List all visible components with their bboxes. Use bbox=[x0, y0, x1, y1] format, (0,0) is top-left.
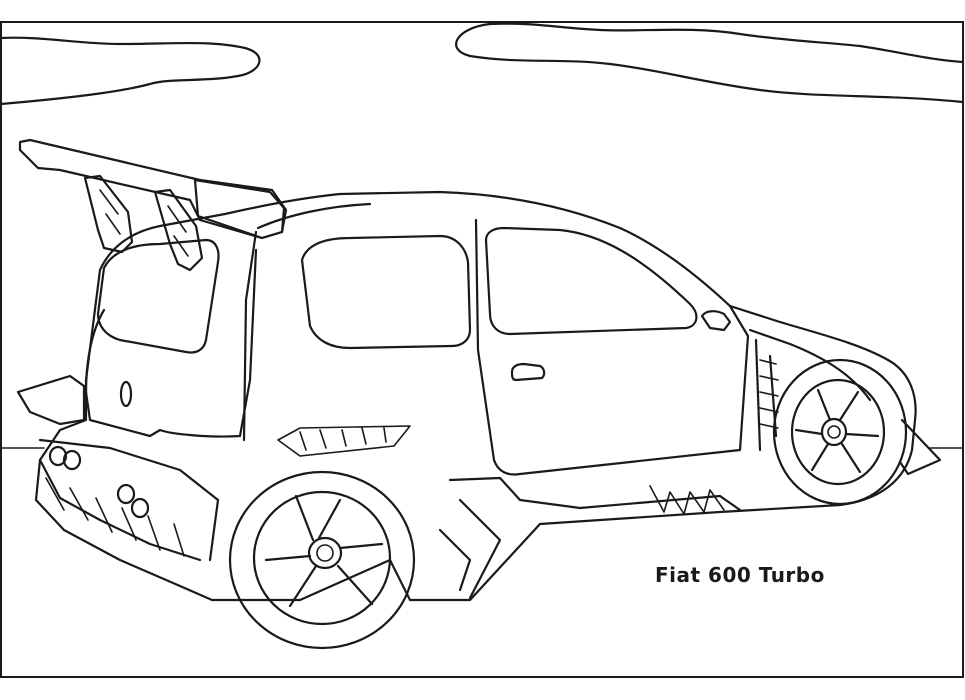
rear-wheel-tire bbox=[228, 470, 416, 650]
wing-support-right bbox=[153, 188, 204, 272]
front-wheel-hub bbox=[820, 417, 848, 447]
rear-window bbox=[96, 238, 220, 354]
cloud-left bbox=[0, 36, 261, 106]
side-skirt bbox=[438, 476, 742, 600]
side-rear-window bbox=[300, 234, 472, 350]
rear-bumper bbox=[38, 438, 220, 562]
door-outline bbox=[474, 218, 750, 476]
rear-fender-vents bbox=[277, 425, 411, 457]
door-window bbox=[484, 226, 698, 336]
front-wheel-spokes bbox=[794, 388, 880, 474]
front-wheel-tire bbox=[772, 358, 908, 506]
front-vents bbox=[759, 359, 779, 429]
side-mirror bbox=[700, 310, 732, 332]
car-body bbox=[34, 190, 917, 602]
rear-spoiler-lip bbox=[16, 374, 86, 426]
exhaust-pipe-2 bbox=[62, 449, 82, 471]
rear-wheel-hub bbox=[307, 536, 343, 570]
rear-wheel-hub-inner bbox=[316, 544, 334, 562]
rear-wheel-rim bbox=[252, 490, 392, 626]
c-pillar bbox=[242, 202, 372, 442]
wing-support-detail bbox=[99, 189, 189, 257]
rear-hatch bbox=[84, 248, 258, 438]
rear-wing-endplate bbox=[193, 178, 286, 240]
exhaust-pipe-4 bbox=[130, 497, 150, 519]
cloud-right bbox=[455, 22, 965, 104]
door-handle bbox=[510, 362, 546, 382]
exhaust-pipe-3 bbox=[116, 483, 136, 505]
rear-wheel-spokes bbox=[264, 494, 384, 608]
front-splitter bbox=[898, 418, 942, 476]
car-model-caption: Fiat 600 Turbo bbox=[655, 563, 825, 587]
page-border bbox=[0, 21, 964, 678]
rear-lock bbox=[119, 380, 133, 408]
side-skirt-vents bbox=[649, 485, 725, 515]
front-wheel-rim bbox=[790, 378, 886, 486]
rear-diffuser bbox=[45, 477, 185, 557]
wing-support-left bbox=[83, 174, 134, 254]
front-wheel-hub-inner bbox=[827, 425, 841, 439]
